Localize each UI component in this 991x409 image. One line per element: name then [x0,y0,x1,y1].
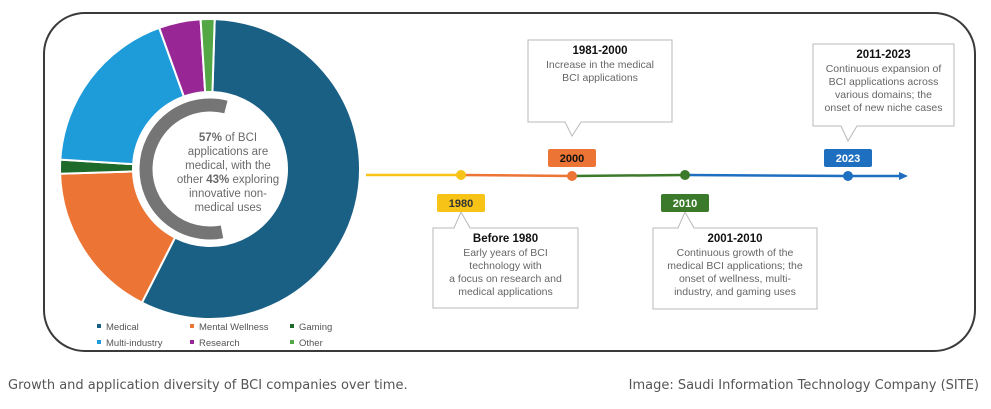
legend-label-other: Other [299,338,323,349]
callout-text-2023: BCI applications across [829,76,939,88]
year-pill-2023 [824,149,872,167]
legend-label-research: Research [199,338,240,349]
callout-text-2023: Continuous expansion of [826,63,942,75]
callout-box-2023 [812,43,955,143]
callout-text-2023: onset of new niche cases [825,102,943,114]
center-text-line: medical, with the [185,160,271,172]
year-pill-label-2010: 2010 [673,198,697,210]
timeline-dot-2023 [843,171,853,181]
infographic-frame: 57% of BCI applications are medical, with … [43,12,976,352]
center-text-line: innovative non- [189,188,267,200]
legend-swatch-gaming [290,324,294,328]
callout-title-1980: Before 1980 [473,233,538,245]
donut-slice-medical [140,18,361,320]
callout-text-2023: various domains; the [835,89,932,101]
chart-legend: Medical Mental Wellness GamingMulti-indust… [97,322,332,349]
center-text-line: other 43% exploring [177,174,279,186]
center-text-line: 57% of BCI [199,132,257,144]
inner-progress-ring [139,98,228,240]
timeline-segment [460,173,573,178]
center-text-line: medical uses [194,202,261,214]
callout-text-1980: technology with [469,260,542,272]
year-pill-label-1980: 1980 [449,198,473,210]
callout-text-2000: Increase in the medical [546,59,654,71]
callout-text-2010: medical BCI applications; the [667,260,803,272]
year-pill-1980 [437,194,485,212]
callout-text-2010: onset of wellness, multi- [679,273,792,285]
callout-text-2010: industry, and gaming uses [674,286,796,298]
timeline-segment [571,173,686,178]
caption-credit: Image: Saudi Information Technology Comp… [628,378,979,393]
timeline-dot-1980 [456,170,466,180]
donut-slice-multi-industry [59,26,186,166]
year-pill-2000 [548,149,596,167]
callout-text-1980: medical applications [458,286,553,298]
donut-slice-other [199,18,216,94]
year-pill-label-2000: 2000 [560,153,584,165]
donut-chart [59,18,361,320]
callout-title-2023: 2011-2023 [856,49,910,61]
callout-text-1980: a focus on research and [449,273,562,285]
timeline-dot-2010 [680,170,690,180]
year-pill-label-2023: 2023 [836,153,860,165]
legend-swatch-research [190,340,194,344]
timeline-segment [684,173,849,178]
legend-label-medical: Medical [106,322,139,333]
center-text-line: applications are [188,146,269,158]
callout-text-2010: Continuous growth of the [677,247,794,259]
donut-center: 57% of BCI applications are medical, with … [177,132,279,214]
legend-swatch-multi-industry [97,340,101,344]
legend-swatch-medical [97,324,101,328]
callout-box-2000 [527,39,673,138]
legend-swatch-other [290,340,294,344]
bci-infographic: 57% of BCI applications are medical, with … [59,18,955,349]
callout-text-1980: Early years of BCI [463,247,548,259]
callout-title-2010: 2001-2010 [708,233,763,245]
legend-swatch-mental-wellness [190,324,194,328]
callout-text-2000: BCI applications [562,72,638,84]
caption-left: Growth and application diversity of BCI … [8,378,408,393]
callout-title-2000: 1981-2000 [573,45,628,57]
timeline-dot-2000 [567,171,577,181]
timeline-arrow [899,172,908,180]
legend-label-multi-industry: Multi-industry [106,338,163,349]
year-pill-2010 [661,194,709,212]
legend-label-mental-wellness: Mental Wellness [199,322,269,333]
callout-box-2010 [652,210,818,310]
legend-label-gaming: Gaming [299,322,332,333]
callout-box-1980 [432,210,579,309]
